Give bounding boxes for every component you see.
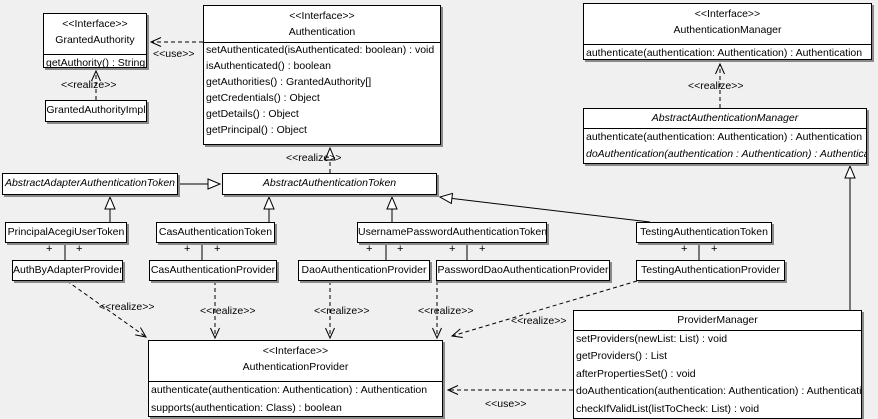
class-name: GrantedAuthorityImpl	[46, 104, 146, 116]
class-name: Authentication	[288, 26, 356, 38]
methods-compartment: authenticate(authentication: Authenticat…	[149, 381, 442, 418]
class-name: AbstractAuthenticationToken	[262, 177, 397, 189]
methods-compartment: authenticate(authentication: Authenticat…	[584, 128, 866, 164]
realize-label: <<realize>>	[314, 305, 370, 317]
class-auth-by-adapter-provider: AuthByAdapterProvider	[12, 260, 123, 281]
realize-label: <<realize>>	[688, 80, 744, 92]
class-name: UsernamePasswordAuthenticationToken	[358, 226, 546, 238]
class-cas-authentication-token: CasAuthenticationToken	[156, 222, 275, 243]
multiplicity-label: +	[479, 243, 486, 255]
abstract-method: doAuthentication(authentication : Authen…	[586, 148, 866, 161]
class-authentication-manager: <<Interface>> AuthenticationManager auth…	[583, 3, 872, 60]
method: authenticate(authentication: Authenticat…	[586, 47, 863, 59]
class-name: AbstractAdapterAuthenticationToken	[4, 177, 176, 189]
use-label: <<use>>	[485, 398, 527, 410]
class-testing-authentication-token: TestingAuthenticationToken	[636, 222, 772, 243]
realize-label: <<realize>>	[61, 79, 117, 91]
class-name: DaoAuthenticationProvider	[301, 264, 427, 276]
class-abstract-adapter-authentication-token: AbstractAdapterAuthenticationToken	[2, 173, 178, 195]
class-name: CasAuthenticationProvider	[150, 264, 276, 276]
multiplicity-label: +	[214, 243, 221, 255]
method: getDetails() : Object	[206, 108, 299, 121]
stereotype-label: <<Interface>>	[62, 18, 128, 30]
class-name: GrantedAuthority	[55, 34, 135, 46]
class-username-password-authentication-token: UsernamePasswordAuthenticationToken	[357, 222, 547, 243]
class-dao-authentication-provider: DaoAuthenticationProvider	[298, 260, 430, 281]
realize-label: <<realize>>	[511, 315, 567, 327]
class-name: AuthByAdapterProvider	[13, 264, 122, 276]
stereotype-label: <<Interface>>	[289, 10, 355, 22]
method: supports(authentication: Class) : boolea…	[151, 402, 342, 414]
class-header: <<Interface>> AuthenticationProvider	[149, 341, 442, 381]
class-name: AuthenticationManager	[673, 24, 782, 36]
method: getAuthorities() : GrantedAuthority[]	[206, 76, 372, 89]
method: setAuthenticated(isAuthenticated: boolea…	[206, 44, 435, 56]
class-name: CasAuthenticationToken	[158, 226, 273, 238]
methods-compartment: getAuthority() : String	[44, 54, 146, 74]
class-header: <<Interface>> GrantedAuthority	[44, 14, 146, 54]
class-name: AbstractAuthenticationManager	[651, 112, 799, 124]
class-authentication-provider: <<Interface>> AuthenticationProvider aut…	[148, 340, 443, 417]
method: getCredentials() : Object	[206, 92, 320, 105]
class-abstract-authentication-token: AbstractAuthenticationToken	[222, 173, 437, 195]
class-testing-authentication-provider: TestingAuthenticationProvider	[636, 260, 785, 281]
method: setProviders(newList: List) : void	[576, 333, 728, 345]
realize-label: <<realize>>	[200, 305, 256, 317]
multiplicity-label: +	[711, 243, 718, 255]
class-granted-authority: <<Interface>> GrantedAuthority getAuthor…	[43, 13, 147, 69]
method: getPrincipal() : Object	[206, 124, 307, 137]
class-authentication: <<Interface>> Authentication setAuthenti…	[203, 5, 441, 145]
multiplicity-label: +	[76, 243, 83, 255]
multiplicity-label: +	[366, 243, 373, 255]
multiplicity-label: +	[449, 243, 456, 255]
use-label: <<use>>	[153, 48, 195, 60]
realize-label: <<realize>>	[418, 305, 474, 317]
class-name: PrincipalAcegiUserToken	[7, 226, 125, 238]
method: afterPropertiesSet() : void	[576, 367, 696, 380]
class-password-dao-authentication-provider: PasswordDaoAuthenticationProvider	[436, 260, 610, 281]
methods-compartment: setProviders(newList: List) : void getPr…	[574, 330, 861, 418]
class-name: TestingAuthenticationProvider	[641, 264, 780, 276]
multiplicity-label: +	[46, 243, 53, 255]
method: getProviders() : List	[576, 350, 668, 363]
method: getAuthority() : String	[46, 57, 146, 69]
method: isAuthenticated() : boolean	[206, 60, 331, 73]
class-header: <<Interface>> Authentication	[204, 6, 440, 42]
realize-label: <<realize>>	[99, 301, 155, 313]
class-abstract-authentication-manager: AbstractAuthenticationManager authentica…	[583, 108, 867, 164]
method: authenticate(authentication: Authenticat…	[151, 384, 428, 396]
class-name: TestingAuthenticationToken	[640, 226, 768, 238]
method: authenticate(authentication: Authenticat…	[586, 131, 863, 143]
multiplicity-label: +	[681, 243, 688, 255]
class-granted-authority-impl: GrantedAuthorityImpl	[45, 100, 147, 122]
class-name: PasswordDaoAuthenticationProvider	[437, 264, 609, 276]
class-principal-acegi-user-token: PrincipalAcegiUserToken	[5, 222, 127, 243]
class-cas-authentication-provider: CasAuthenticationProvider	[149, 260, 277, 281]
class-provider-manager: ProviderManager setProviders(newList: Li…	[573, 310, 862, 419]
class-name: AuthenticationProvider	[242, 361, 349, 373]
methods-compartment: authenticate(authentication: Authenticat…	[584, 44, 871, 63]
multiplicity-label: +	[397, 243, 404, 255]
multiplicity-label: +	[184, 243, 191, 255]
class-name: ProviderManager	[677, 314, 758, 326]
stereotype-label: <<Interface>>	[694, 8, 761, 20]
stereotype-label: <<Interface>>	[262, 345, 329, 357]
class-header: <<Interface>> AuthenticationManager	[584, 4, 871, 44]
methods-compartment: setAuthenticated(isAuthenticated: boolea…	[204, 42, 440, 140]
method: doAuthentication(authentication: Authent…	[576, 385, 861, 398]
method: checkIfValidList(listToCheck: List) : vo…	[576, 402, 760, 415]
realize-label: <<realize>>	[286, 152, 342, 164]
